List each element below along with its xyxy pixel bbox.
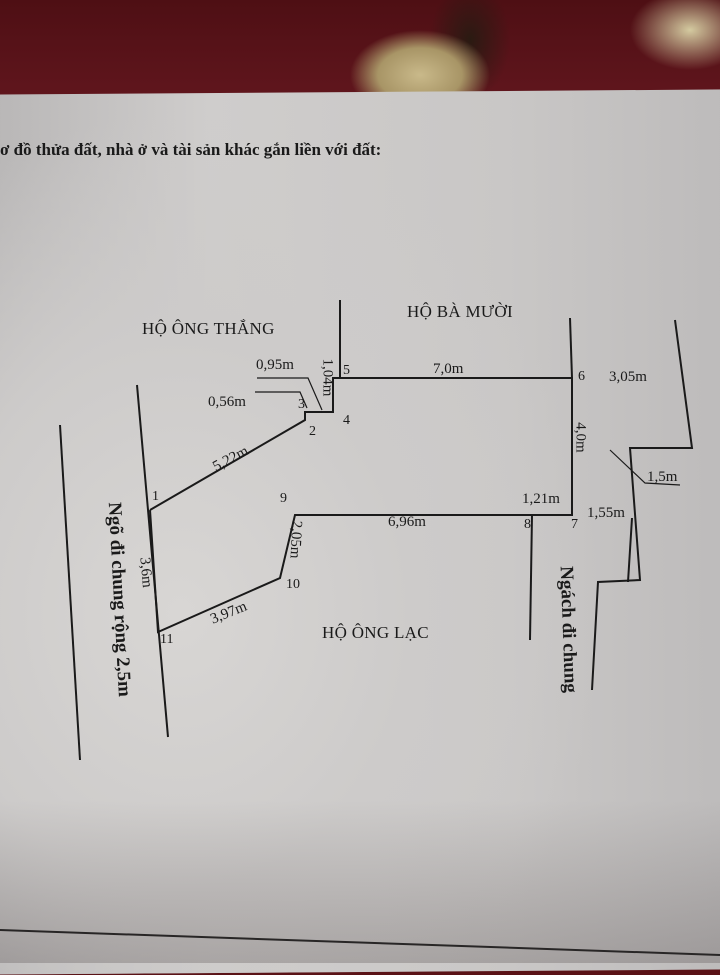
east-road-left-line [529, 514, 533, 641]
west-road-outer-line [59, 424, 81, 761]
east-road-label: Ngách đi chung [555, 565, 582, 694]
leader-15 [609, 449, 681, 486]
point-9: 9 [280, 491, 287, 506]
dim-7-8: 1,21m [522, 491, 560, 507]
point-7: 7 [571, 517, 578, 532]
parcel-boundary [149, 377, 573, 634]
east-road-right-line [591, 319, 694, 691]
dim-5-6: 7,0m [433, 361, 464, 377]
point-3: 3 [298, 397, 305, 412]
section-heading: ơ đồ thửa đất, nhà ở và tài sản khác gắn… [0, 140, 382, 159]
point-10: 10 [286, 577, 300, 592]
point-1: 1 [152, 489, 159, 504]
neighbor-lac-label: HỘ ÔNG LẠC [322, 623, 429, 642]
dim-11-1: 3,6m [136, 556, 156, 589]
west-road-inner-line [136, 384, 169, 738]
dim-2-3: 0,56m [208, 394, 246, 410]
neighbor-thang-label: HỘ ÔNG THẮNG [142, 319, 275, 338]
neighbor-muoi-label: HỘ BÀ MƯỜI [407, 302, 513, 321]
dim-6-7: 4,0m [572, 422, 589, 453]
dim-east-mid: 1,5m [647, 469, 678, 485]
point-4: 4 [343, 413, 350, 428]
leader-095 [257, 377, 323, 411]
dim-3-4: 0,95m [256, 357, 294, 373]
point-6: 6 [578, 369, 585, 384]
dim-4-5: 1,04m [319, 358, 336, 397]
dim-east-7: 1,55m [587, 505, 625, 521]
point-11: 11 [160, 632, 174, 647]
dim-east-top: 3,05m [609, 369, 647, 385]
point-2: 2 [309, 424, 316, 439]
point-8: 8 [524, 517, 531, 532]
dim-9-10: 2,05m [286, 520, 305, 559]
east-road-mid-line [627, 517, 633, 583]
point-5: 5 [343, 363, 350, 378]
paper-edge-line [0, 929, 720, 956]
dim-8-9: 6,96m [388, 514, 426, 530]
leader-056 [255, 391, 308, 409]
muoi-boundary-line [569, 317, 573, 379]
